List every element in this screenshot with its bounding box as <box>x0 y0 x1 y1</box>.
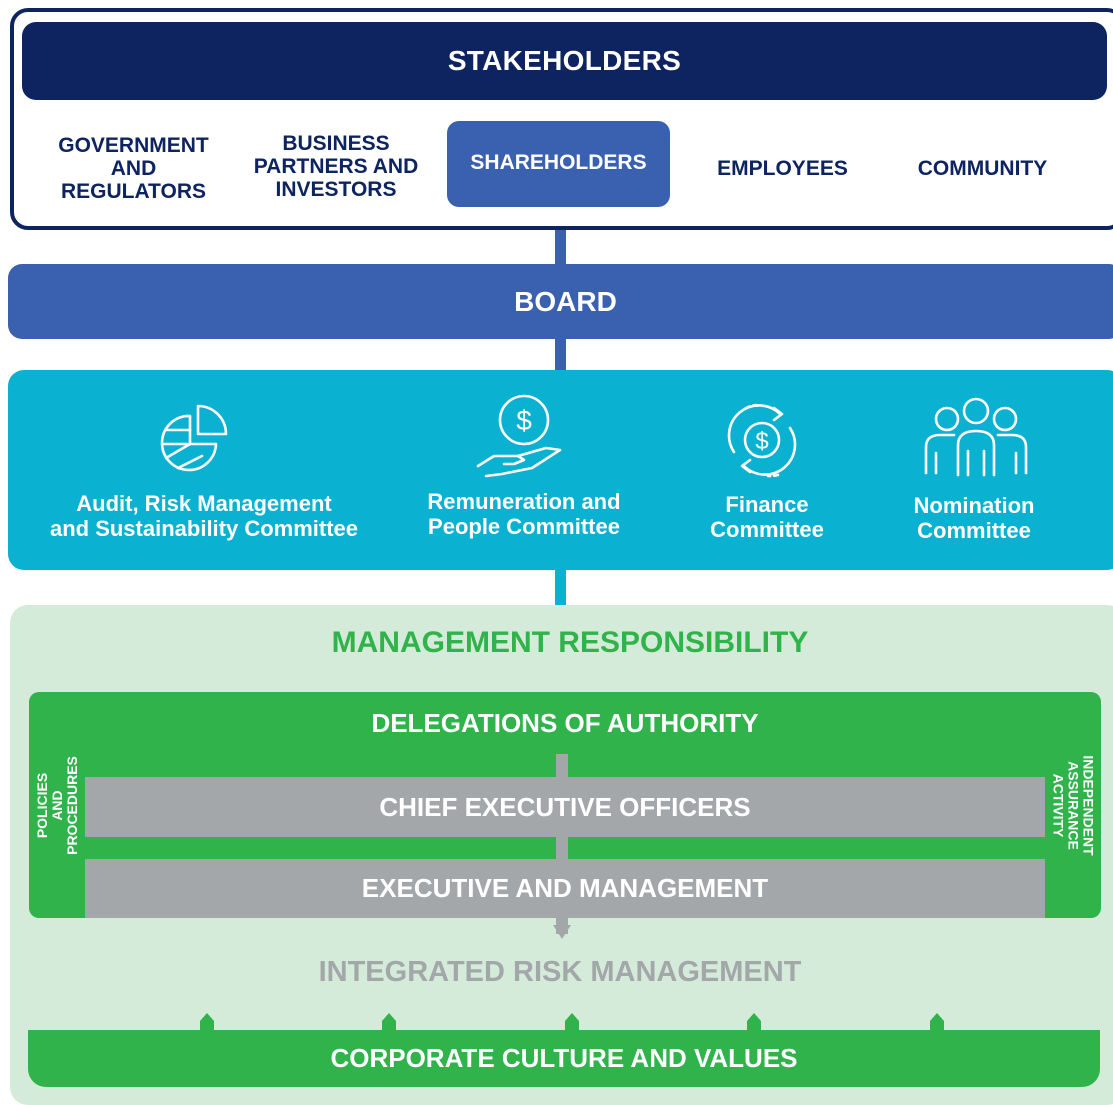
pie-chart-icon <box>160 404 228 472</box>
culture-arrow-1 <box>200 1013 214 1033</box>
stakeholder-label: COMMUNITY <box>917 156 1048 180</box>
connector-committees-management <box>555 566 566 608</box>
stakeholder-label: SHAREHOLDERS <box>470 151 647 174</box>
stakeholder-label: GOVERNMENT AND REGULATORS <box>58 133 209 203</box>
committee-label: Nomination Committee <box>913 493 1035 543</box>
management-title: MANAGEMENT RESPONSIBILITY <box>331 626 809 659</box>
policies-label: POLICIES AND PROCEDURES <box>33 755 80 855</box>
culture-arrow-5 <box>930 1013 944 1033</box>
committee-label: Finance Committee <box>710 492 824 542</box>
hand-dollar-icon: $ <box>476 394 562 478</box>
stakeholder-employees: EMPLOYEES <box>690 150 875 186</box>
stakeholder-community: COMMUNITY <box>890 150 1075 186</box>
connector-shareholders-board <box>555 205 566 267</box>
committee-label: Audit, Risk Management and Sustainabilit… <box>49 491 359 541</box>
independent-assurance-activity: INDEPENDENT ASSURANCE ACTIVITY <box>1045 692 1101 918</box>
committee-label: Remuneration and People Committee <box>427 489 621 539</box>
corporate-culture-and-values: CORPORATE CULTURE AND VALUES <box>28 1030 1100 1087</box>
people-group-icon <box>924 397 1028 477</box>
stakeholder-shareholders: SHAREHOLDERS <box>447 121 670 207</box>
stakeholder-label: EMPLOYEES <box>717 156 848 180</box>
culture-arrow-4 <box>747 1013 761 1033</box>
svg-text:$: $ <box>516 405 532 436</box>
policies-and-procedures: POLICIES AND PROCEDURES <box>29 692 85 918</box>
delegations-of-authority: DELEGATIONS OF AUTHORITY <box>371 707 759 738</box>
committee-audit-risk-sustainability: Audit, Risk Management and Sustainabilit… <box>24 491 384 541</box>
dollar-cycle-icon: $ <box>727 403 797 478</box>
stakeholder-label: BUSINESS PARTNERS AND INVESTORS <box>253 131 419 201</box>
stakeholders-title: STAKEHOLDERS <box>22 22 1107 100</box>
spine-arrow <box>553 925 571 939</box>
committee-remuneration-people: Remuneration and People Committee <box>404 489 644 539</box>
culture-arrow-2 <box>382 1013 396 1033</box>
committee-finance: Finance Committee <box>687 492 847 542</box>
assurance-label: INDEPENDENT ASSURANCE ACTIVITY <box>1050 754 1097 856</box>
integrated-risk-management: INTEGRATED RISK MANAGEMENT <box>318 956 802 988</box>
stakeholder-government-regulators: GOVERNMENT AND REGULATORS <box>36 132 231 204</box>
connector-board-committees <box>555 337 566 373</box>
executive-and-management: EXECUTIVE AND MANAGEMENT <box>85 859 1045 918</box>
svg-text:$: $ <box>755 428 768 455</box>
committee-nomination: Nomination Committee <box>893 493 1055 543</box>
stakeholder-business-partners: BUSINESS PARTNERS AND INVESTORS <box>236 130 436 202</box>
board-bar: BOARD <box>8 264 1113 339</box>
culture-arrow-3 <box>565 1013 579 1033</box>
chief-executive-officers: CHIEF EXECUTIVE OFFICERS <box>85 777 1045 837</box>
